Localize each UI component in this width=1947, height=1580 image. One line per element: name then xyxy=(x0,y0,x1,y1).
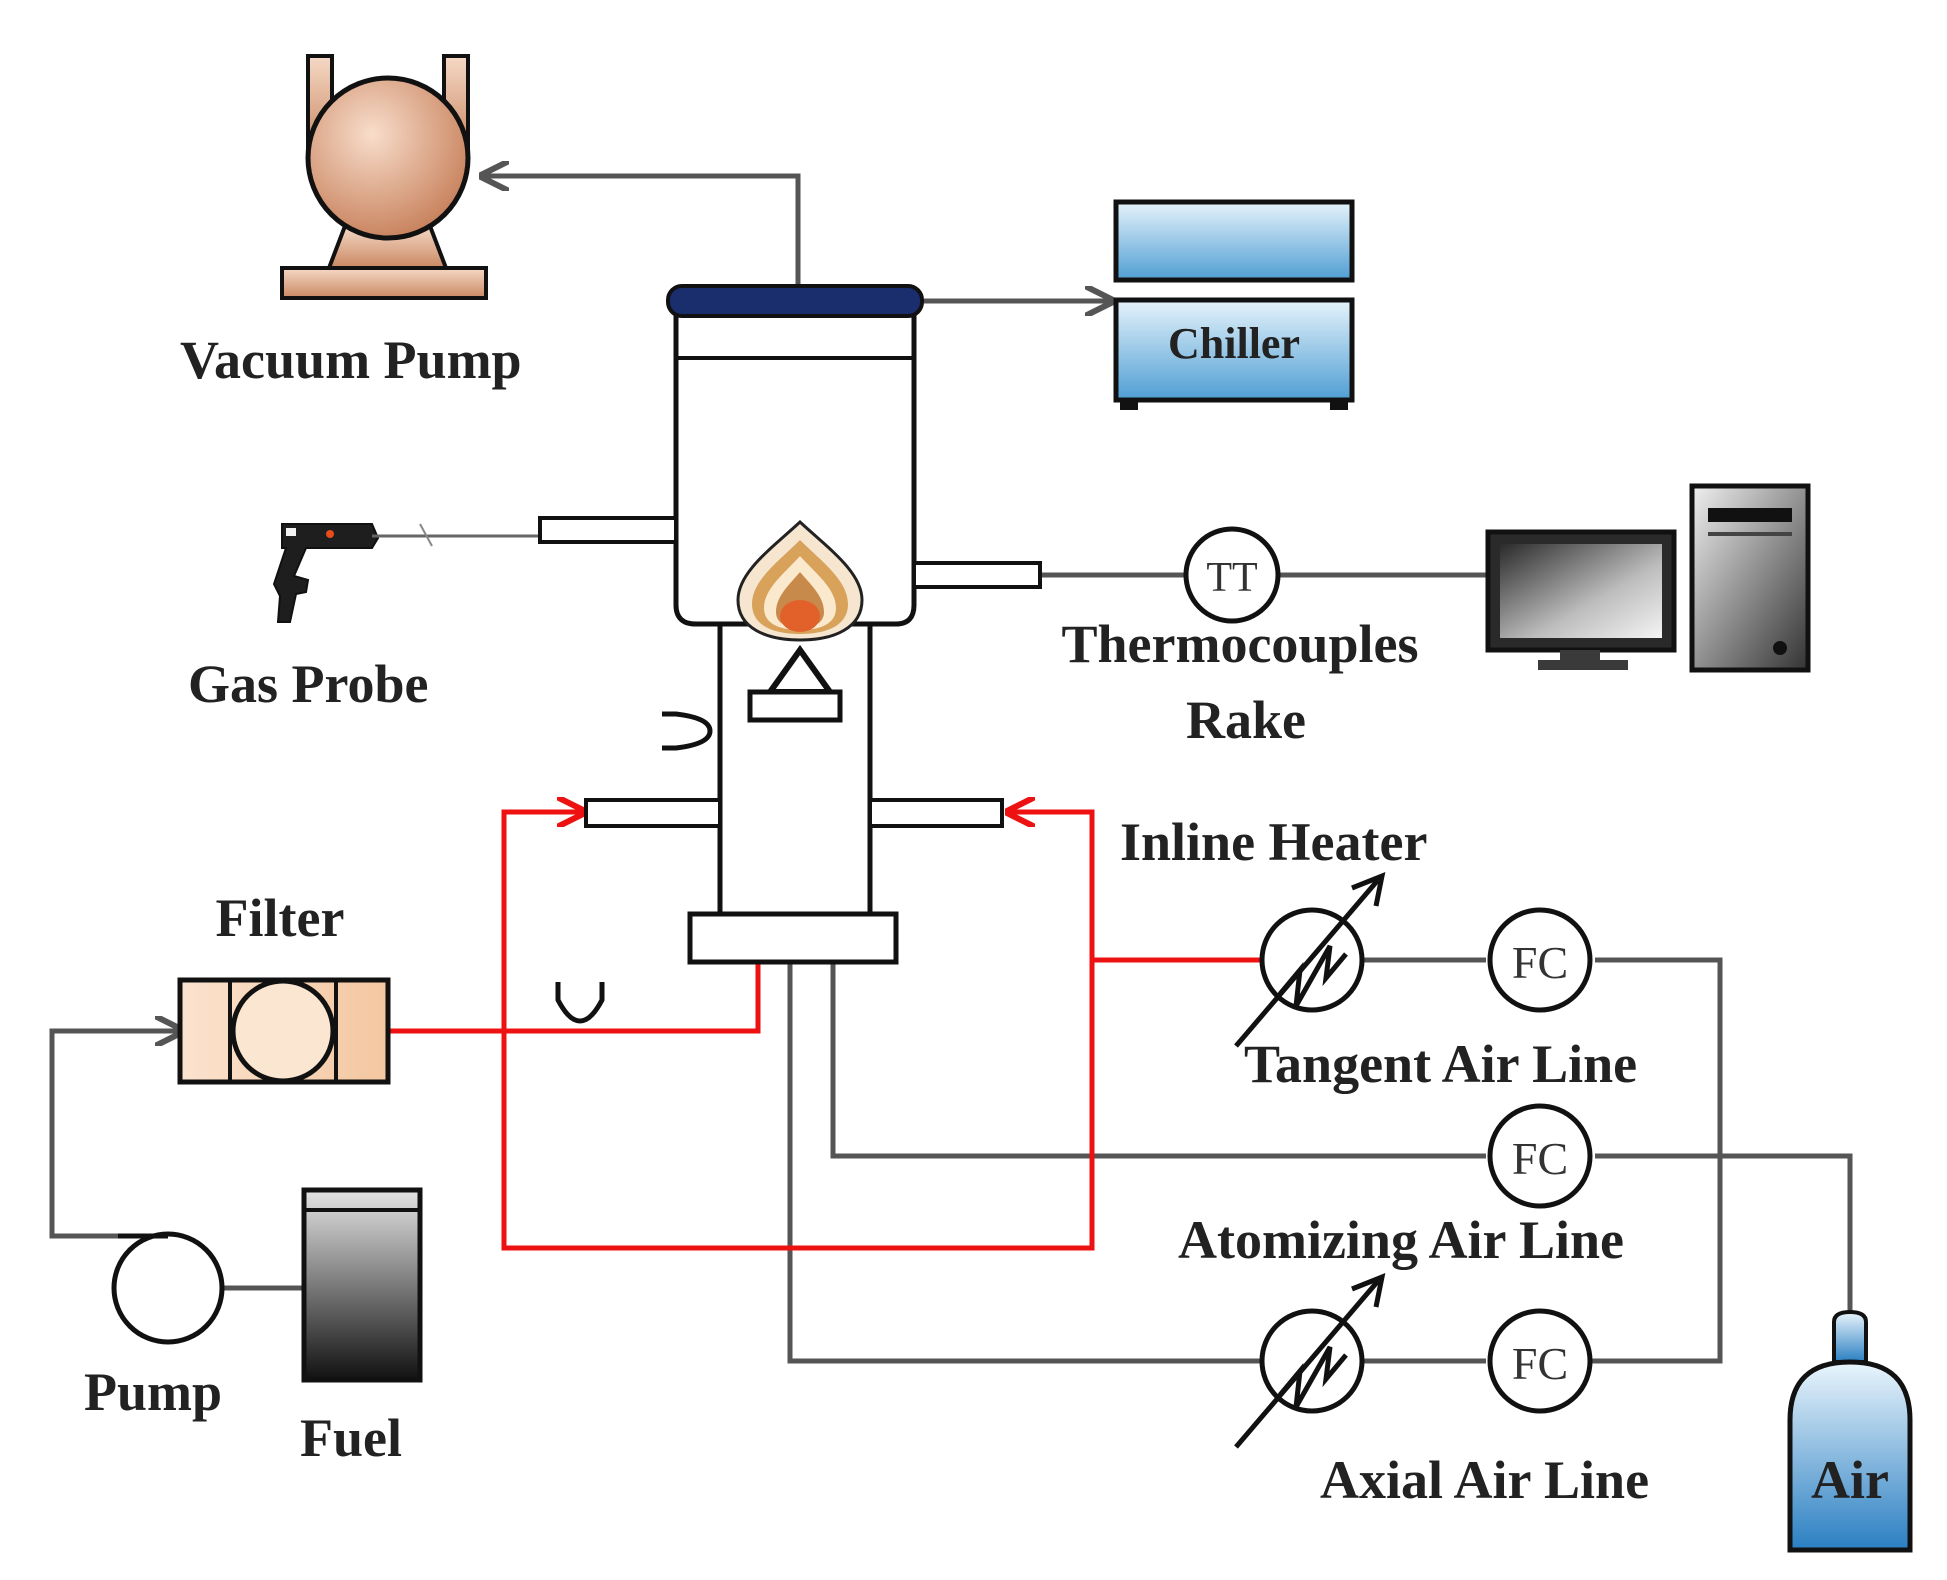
thermocouples-rake-label: Rake xyxy=(1186,690,1306,750)
check-valve-icon xyxy=(555,982,605,1024)
thermocouple-port xyxy=(912,561,1042,589)
fc-atomizing-circle xyxy=(1487,1103,1593,1209)
chamber-base xyxy=(687,911,899,965)
fc-tangent-text: FC xyxy=(1512,937,1568,988)
vacuum-line xyxy=(482,176,801,288)
tangent-air-right xyxy=(1008,812,1095,960)
fuel-tank-icon xyxy=(301,1187,423,1383)
fc-atomizing-text: FC xyxy=(1512,1133,1568,1184)
vacuum-pump-label: Vacuum Pump xyxy=(180,330,522,390)
tangent-port-right xyxy=(868,798,1004,828)
chiller-icon xyxy=(1113,199,1355,410)
atomizing-air-line xyxy=(1595,1153,1853,1318)
chiller-label: Chiller xyxy=(1168,319,1300,368)
filter-icon xyxy=(177,977,391,1085)
gas-probe-icon xyxy=(272,523,538,623)
air-label: Air xyxy=(1811,1450,1889,1510)
flame-icon xyxy=(736,519,864,642)
pump-icon xyxy=(111,1231,225,1345)
thermocouples-label: Thermocouples xyxy=(1062,614,1419,674)
filter-label: Filter xyxy=(216,888,345,948)
tangent-port-left xyxy=(584,798,722,828)
tangent-air-line-label: Tangent Air Line xyxy=(1244,1034,1637,1094)
axial-inline-heater-icon xyxy=(1234,1272,1386,1449)
fuel-nozzle xyxy=(747,644,843,723)
tangent-inline-heater-icon xyxy=(1234,871,1386,1048)
atomizing-air-line-label: Atomizing Air Line xyxy=(1178,1210,1624,1270)
gas-probe-label: Gas Probe xyxy=(188,654,429,714)
axial-air-line xyxy=(1490,957,1723,1364)
temperature-transmitter-circle xyxy=(1183,526,1281,624)
pump-label: Pump xyxy=(84,1362,222,1422)
side-hook xyxy=(662,711,713,751)
tangent-air-left xyxy=(501,812,1095,1251)
vacuum-pump-icon xyxy=(280,54,488,300)
fc-axial-text: FC xyxy=(1512,1338,1568,1389)
tt-symbol-text: TT xyxy=(1206,555,1257,601)
computer-icon xyxy=(1485,483,1811,673)
fc-axial-circle xyxy=(1487,1308,1593,1414)
chamber-lid xyxy=(666,284,924,318)
pump-to-filter-line xyxy=(49,1031,182,1239)
air-cylinder-icon xyxy=(1787,1309,1913,1553)
fuel-label: Fuel xyxy=(300,1408,402,1468)
gas-probe-port xyxy=(538,516,678,544)
combustion-chamber xyxy=(538,284,1042,965)
inline-heater-label: Inline Heater xyxy=(1120,812,1427,872)
fuel-line xyxy=(388,740,758,1034)
fc-tangent-circle xyxy=(1487,907,1593,1013)
axial-air-line-label: Axial Air Line xyxy=(1320,1450,1649,1510)
